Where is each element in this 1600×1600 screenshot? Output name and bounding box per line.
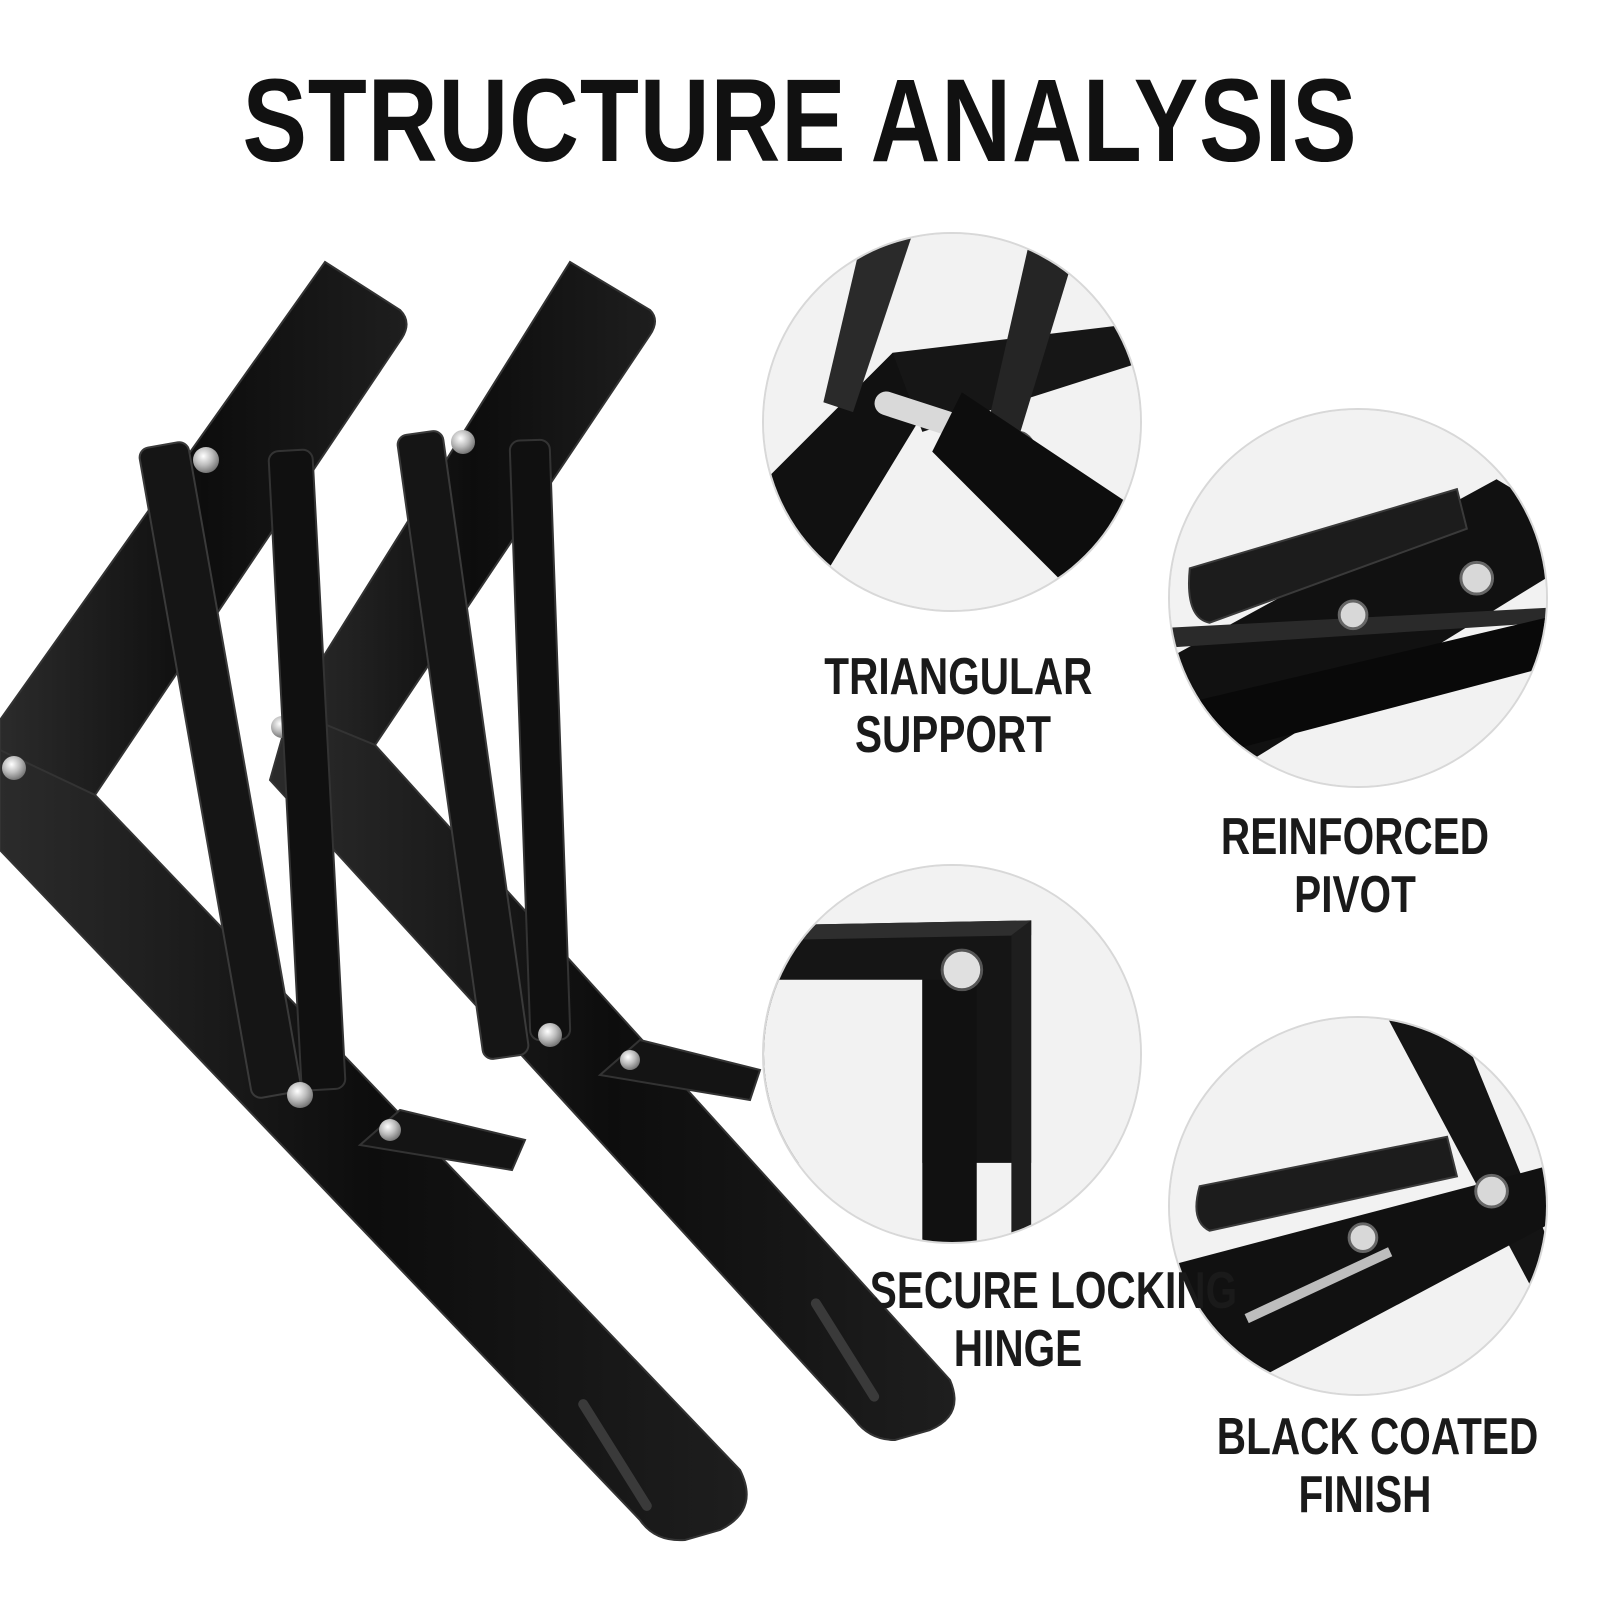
feature-label-line: BLACK COATED (1216, 1408, 1539, 1466)
bracket-front (0, 260, 748, 1542)
feature-label-secure-locking-hinge: SECURE LOCKING HINGE (869, 1262, 1238, 1378)
detail-circle-black-coated-finish (1168, 1016, 1548, 1396)
feature-label-black-coated-finish: BLACK COATED FINISH (1216, 1408, 1539, 1524)
feature-label-line: SUPPORT (854, 706, 1052, 764)
feature-label-line: HINGE (953, 1320, 1083, 1378)
detail-circle-secure-locking-hinge (762, 864, 1142, 1244)
feature-label-line: FINISH (1298, 1466, 1432, 1524)
black-coated-finish-closeup (1170, 1018, 1546, 1394)
feature-label-line: SECURE LOCKING (869, 1262, 1238, 1320)
secure-locking-hinge-closeup (764, 866, 1140, 1242)
feature-label-triangular-support: TRIANGULAR SUPPORT (824, 648, 1093, 764)
triangular-support-closeup (764, 234, 1140, 610)
detail-circle-reinforced-pivot (1168, 408, 1548, 788)
bracket-rear (268, 260, 956, 1442)
page-title: STRUCTURE ANALYSIS (242, 55, 1358, 187)
feature-label-line: PIVOT (1294, 866, 1416, 924)
feature-label-reinforced-pivot: REINFORCED PIVOT (1219, 808, 1492, 924)
detail-circle-triangular-support (762, 232, 1142, 612)
feature-label-line: REINFORCED (1220, 808, 1490, 866)
reinforced-pivot-closeup (1170, 410, 1546, 786)
feature-label-line: TRIANGULAR (824, 648, 1093, 706)
folding-brackets-illustration (0, 260, 956, 1542)
